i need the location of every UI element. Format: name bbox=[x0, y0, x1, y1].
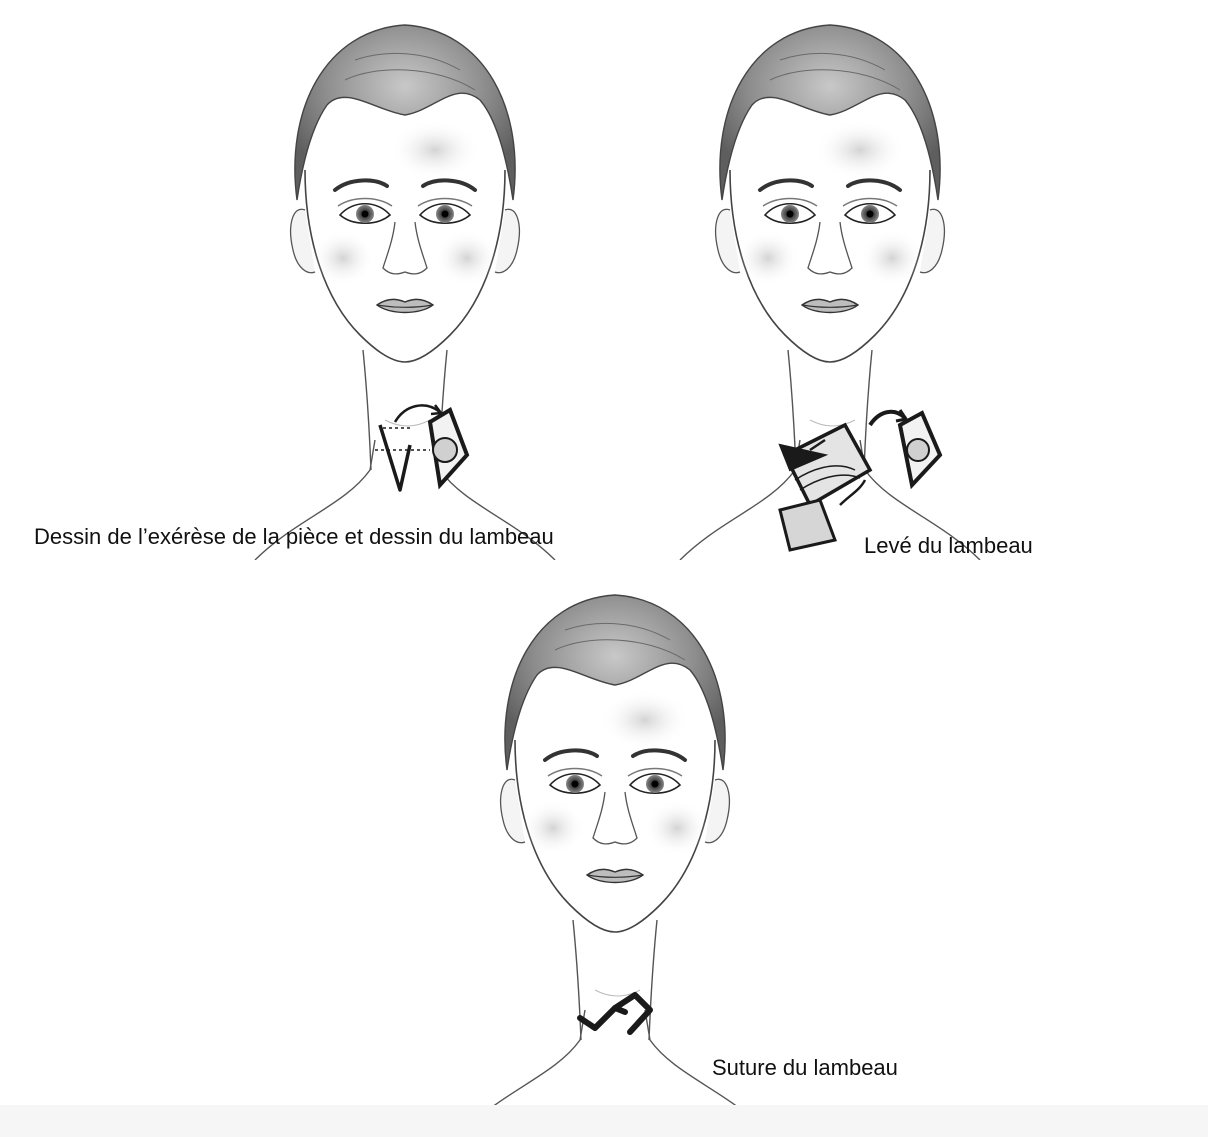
caption-step-3: Suture du lambeau bbox=[712, 1055, 898, 1081]
illustration-step-1 bbox=[235, 0, 575, 560]
illustration-step-2 bbox=[660, 0, 1000, 560]
suture-line-drawing bbox=[580, 995, 650, 1032]
caption-step-2: Levé du lambeau bbox=[864, 533, 1033, 559]
bottom-margin-strip bbox=[0, 1105, 1208, 1137]
caption-step-1: Dessin de l’exérèse de la pièce et dessi… bbox=[34, 524, 554, 550]
flap-design-drawing bbox=[375, 405, 467, 490]
flap-lift-drawing bbox=[780, 410, 940, 550]
illustration-step-3 bbox=[445, 570, 785, 1115]
